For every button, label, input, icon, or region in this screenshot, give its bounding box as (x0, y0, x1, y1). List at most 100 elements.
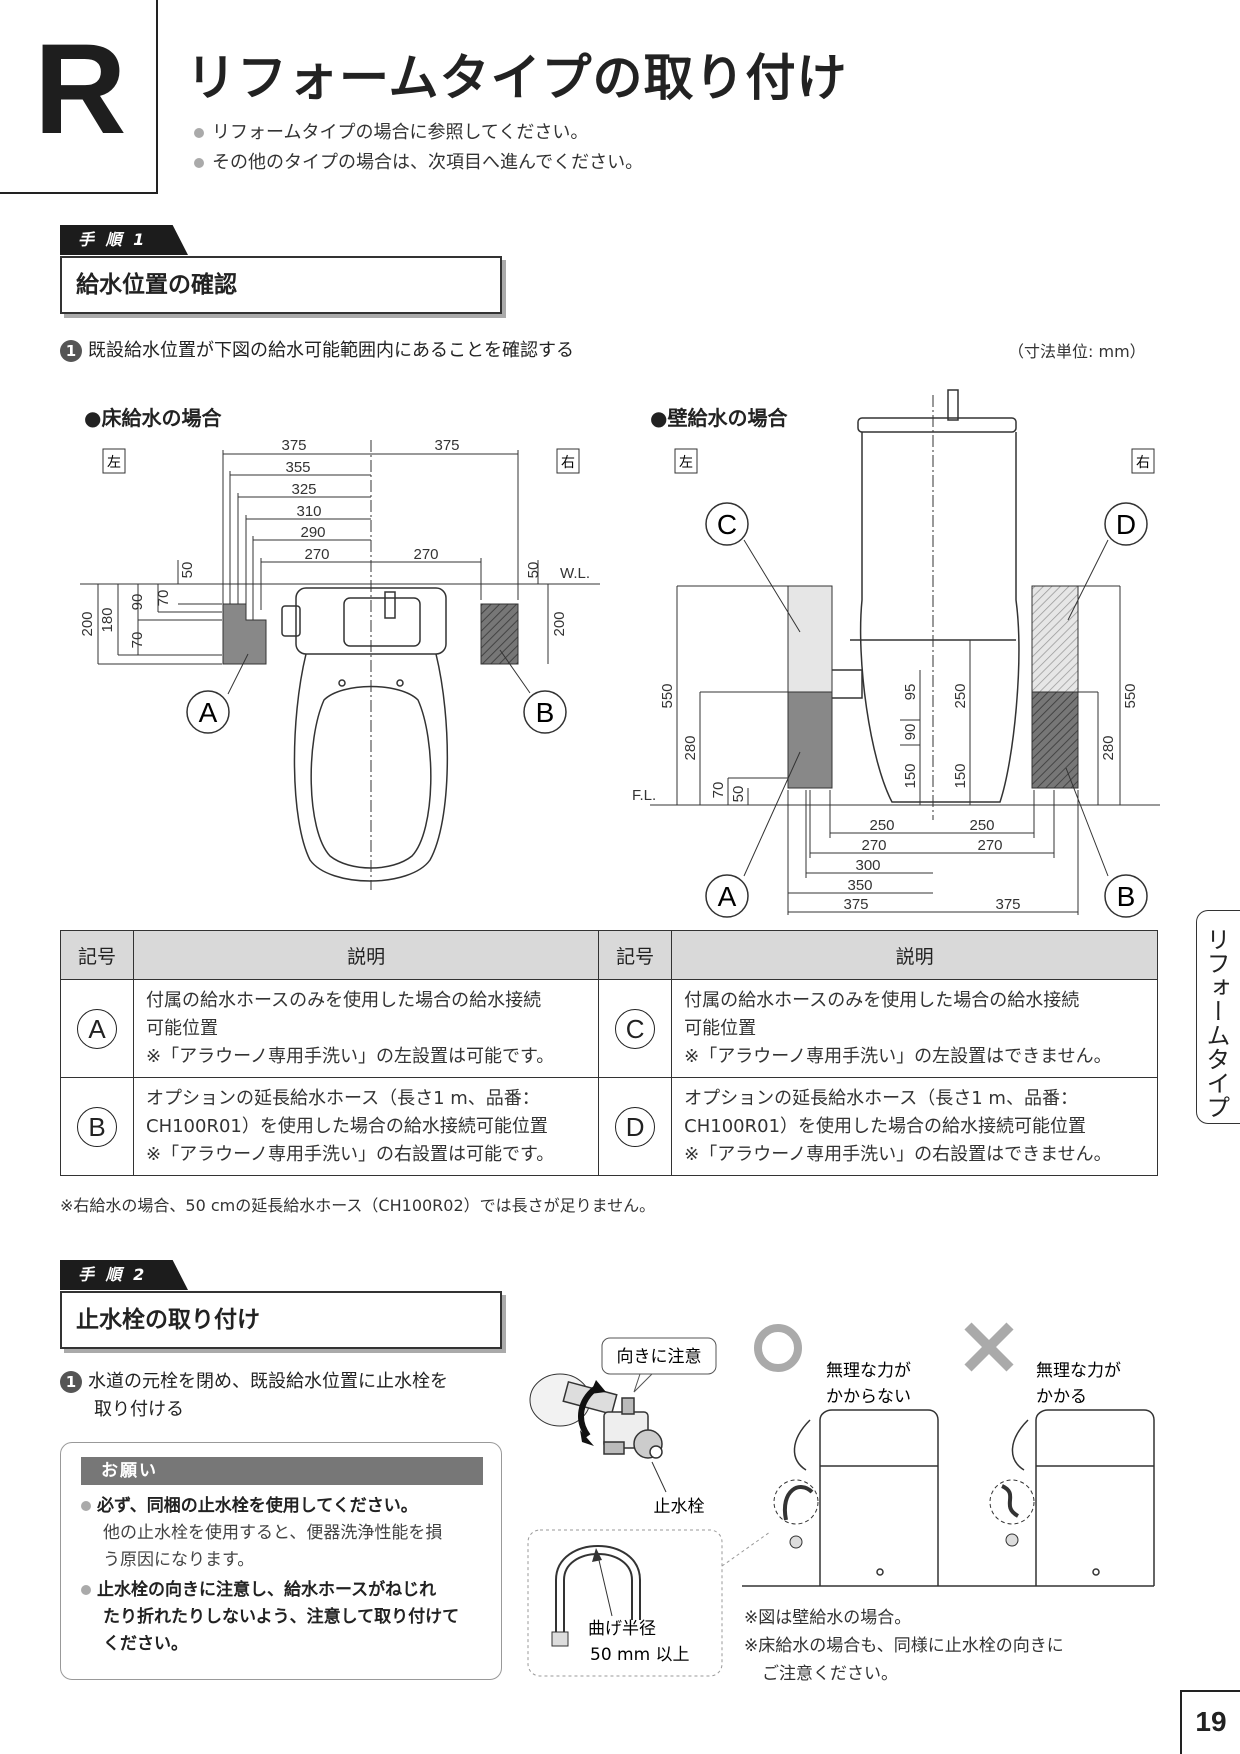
marker-b-floor-text: B (536, 697, 555, 728)
vdim-70b: 70 (155, 590, 172, 607)
good-label-1: 無理な力が (826, 1361, 911, 1381)
fl-label: F.L. (632, 787, 656, 804)
wall-vdim-550-left: 550 (659, 683, 676, 708)
wall-hdim-300: 300 (855, 857, 880, 874)
marker-c-wall (705, 502, 749, 546)
desc-a: 付属の給水ホースのみを使用した場合の給水接続可能位置※「アラウーノ専用手洗い」の… (132, 979, 600, 1078)
valve-label: 止水栓 (654, 1497, 705, 1517)
wall-hdim-250-left: 250 (869, 817, 894, 834)
unit-note: （寸法単位: mm） (1008, 342, 1146, 361)
callout-direction: 向きに注意 (617, 1347, 702, 1367)
vdim-50-left: 50 (179, 562, 196, 579)
notice-title: お願い (81, 1457, 483, 1485)
header-bullet-2: その他のタイプの場合は、次項目へ進んでください。 (194, 148, 643, 174)
dim-355: 355 (285, 459, 310, 476)
wall-hdim-350: 350 (847, 877, 872, 894)
wall-vdim-280-left: 280 (682, 735, 699, 760)
wall-vdim-550-right: 550 (1122, 683, 1139, 708)
wall-vdim-250: 250 (952, 683, 969, 708)
symbol-c: C (615, 1008, 656, 1049)
side-tab: リフォームタイプ (1196, 910, 1240, 1124)
good-toilet (819, 1409, 939, 1586)
wall-supply-diagram: 左 右 F.L. 550 280 70 (632, 389, 1160, 918)
svg-text:B: B (1117, 881, 1136, 912)
dim-375-right: 375 (434, 437, 459, 454)
table-head-symbol-right: 記号 (598, 930, 673, 980)
wall-hdim-375-left: 375 (843, 896, 868, 913)
bend-radius-label: 曲げ半径 (588, 1619, 656, 1639)
bad-toilet (1035, 1409, 1155, 1586)
symbol-a: A (77, 1008, 117, 1049)
right-label-box (556, 448, 580, 474)
section-letter: R (34, 18, 127, 161)
wall-hdim-270-left: 270 (861, 837, 886, 854)
dim-270-left: 270 (304, 546, 329, 563)
good-label-2: かからない (826, 1387, 911, 1407)
side-tab-label: リフォームタイプ (1202, 927, 1230, 1119)
dim-270-right: 270 (413, 546, 438, 563)
wall-hdim-250-right: 250 (969, 817, 994, 834)
left-label: 左 (107, 455, 121, 471)
dim-310: 310 (296, 503, 321, 520)
vdim-50-right: 50 (525, 562, 542, 579)
wall-hdim-375-right: 375 (995, 896, 1020, 913)
region-d-wall (1031, 585, 1079, 693)
wall-vdim-70: 70 (710, 782, 727, 799)
vdim-200-right: 200 (551, 611, 568, 636)
valve-illustration: 向きに注意 止水栓 曲げ半径 50 mm 以上 無理な力が かからない 無理な力… (527, 1322, 1155, 1677)
dim-375-left: 375 (281, 437, 306, 454)
page-number: 19 (1180, 1690, 1240, 1754)
bad-cross-icon (964, 1322, 1014, 1372)
dim-290: 290 (300, 524, 325, 541)
page-title: リフォームタイプの取り付け (186, 49, 848, 107)
vdim-90: 90 (129, 594, 146, 611)
region-a-floor (222, 603, 267, 665)
vdim-200: 200 (79, 611, 96, 636)
marker-a-floor-text: A (199, 697, 218, 728)
good-hose-circle (773, 1479, 819, 1525)
toilet-top-view (281, 587, 449, 882)
wall-hdim-270-right: 270 (977, 837, 1002, 854)
desc-c: 付属の給水ホースのみを使用した場合の給水接続可能位置※「アラウーノ専用手洗い」の… (671, 979, 1158, 1078)
step2-title: 止水栓の取り付け (60, 1291, 502, 1349)
table-footnote: ※右給水の場合、50 cmの延長給水ホース（CH100R02）では長さが足りませ… (60, 1196, 656, 1215)
table-head-symbol-left: 記号 (60, 930, 134, 980)
svg-text:A: A (718, 881, 737, 912)
bad-label-2: かかる (1036, 1387, 1087, 1407)
notice-item-2: 止水栓の向きに注意し、給水ホースがねじれ たり折れたりしないよう、注意して取り付… (81, 1577, 491, 1658)
step2-tag: 手 順 2 (60, 1260, 188, 1290)
symbol-d: D (615, 1106, 656, 1147)
floor-supply-diagram: 左 右 375 355 325 310 290 270 375 270 W.L. (79, 437, 600, 890)
leader-b-floor (499, 649, 531, 694)
section-letter-box: R (0, 0, 158, 194)
svg-text:D: D (1116, 509, 1136, 540)
left-label-box (102, 448, 126, 474)
wall-vdim-90: 90 (902, 724, 919, 741)
step1-title: 給水位置の確認 (60, 256, 502, 314)
wall-supply-heading: ●壁給水の場合 (650, 406, 788, 430)
desc-b: オプションの延長給水ホース（長さ1 m、品番：CH100R01）を使用した場合の… (132, 1077, 600, 1176)
wall-vdim-95: 95 (902, 684, 919, 701)
marker-a-floor (186, 690, 230, 734)
bend-radius-value: 50 mm 以上 (590, 1645, 690, 1665)
table-row: B オプションの延長給水ホース（長さ1 m、品番：CH100R01）を使用した場… (60, 1077, 1158, 1176)
leader-a-floor (227, 653, 249, 695)
wl-label: W.L. (560, 565, 590, 582)
floor-supply-heading: ●床給水の場合 (84, 406, 222, 430)
dim-325: 325 (291, 481, 316, 498)
header-bullet-1: リフォームタイプの場合に参照してください。 (194, 118, 588, 144)
marker-d-wall (1104, 502, 1148, 546)
bad-hose-circle (989, 1479, 1035, 1525)
wall-right-label: 右 (1136, 455, 1150, 471)
right-label: 右 (561, 455, 575, 471)
wall-left-label: 左 (679, 455, 693, 471)
table-head-desc-left: 説明 (132, 930, 600, 980)
step2-notes: ※図は壁給水の場合。 ※床給水の場合も、同様に止水栓の向きに ご注意ください。 (744, 1608, 1064, 1684)
step1-tag: 手 順 1 (60, 225, 188, 255)
vdim-70a: 70 (129, 632, 146, 649)
wall-vdim-150-a: 150 (902, 763, 919, 788)
good-circle-icon (754, 1324, 802, 1372)
wall-vdim-50: 50 (730, 786, 747, 803)
